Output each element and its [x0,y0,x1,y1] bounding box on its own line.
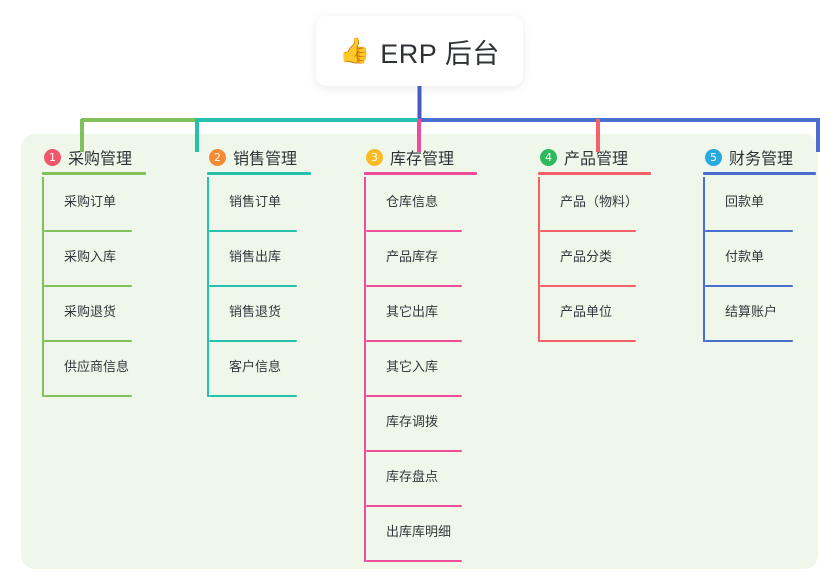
branch-underline-4 [538,172,651,175]
item-label: 销售订单 [229,194,282,209]
item-label: 销售退货 [229,304,282,319]
item-underline [705,340,793,342]
item-underline [44,230,132,232]
item-underline [366,340,462,342]
item-label: 产品单位 [560,304,613,319]
item-underline [540,285,636,287]
item-stem [207,342,209,397]
item-stem [364,232,366,287]
item-stem [42,342,44,397]
item-stem [42,177,44,232]
item-stem [538,232,540,287]
item-stem [364,397,366,452]
item-stem [538,177,540,232]
branch-column-5: 5 财务管理 回款单 付款单 结算账户 [703,146,816,342]
item-label: 产品库存 [386,249,439,264]
branch-badge-4: 4 [540,148,557,166]
item-stem [207,287,209,342]
item-underline [705,230,793,232]
item-label: 库存盘点 [386,469,439,484]
item-underline [209,285,297,287]
root-node-card[interactable]: 👍 ERP 后台 [316,16,523,86]
branch-title-2: 销售管理 [233,151,298,168]
item-underline [366,230,462,232]
item-stem [538,287,540,342]
item-stem [364,177,366,232]
branch-underline-1 [42,172,146,175]
branch-header-5[interactable]: 5 财务管理 [703,146,816,175]
item-stem [364,507,366,562]
item-label: 库存调拨 [386,414,439,429]
item-label: 回款单 [725,194,765,209]
item-stem [703,232,705,287]
item-underline [209,395,297,397]
item-label: 销售出库 [229,249,282,264]
item-underline [540,230,636,232]
item-underline [44,395,132,397]
branch-underline-2 [207,172,311,175]
item-underline [366,560,462,562]
item-label: 其它入库 [386,359,439,374]
item-stem [207,177,209,232]
item-underline [540,340,636,342]
branch-title-4: 产品管理 [564,151,629,168]
branch-title-1: 采购管理 [68,151,133,168]
item-underline [705,285,793,287]
item-label: 供应商信息 [64,359,130,374]
item-label: 付款单 [725,249,765,264]
thumbs-up-icon: 👍 [339,36,371,65]
item-stem [703,177,705,232]
item-stem [42,287,44,342]
branch-title-3: 库存管理 [390,151,455,168]
item-label: 出库库明细 [386,524,452,539]
branch-badge-3: 3 [366,148,383,166]
branch-title-5: 财务管理 [729,151,794,168]
branch-header-2[interactable]: 2 销售管理 [207,146,311,175]
item-label: 产品（物料） [560,194,639,209]
item-label: 采购入库 [64,249,117,264]
item-stem [207,232,209,287]
branch-underline-3 [364,172,477,175]
item-stem [364,452,366,507]
branch-badge-2: 2 [209,148,226,166]
item-label: 仓库信息 [386,194,439,209]
item-label: 其它出库 [386,304,439,319]
branch-badge-1: 1 [44,148,61,166]
item-underline [209,230,297,232]
item-label: 采购退货 [64,304,117,319]
item-underline [366,505,462,507]
item-underline [44,285,132,287]
branch-column-3: 3 库存管理 仓库信息 产品库存 其它出库 其它入库 [364,146,477,562]
item-label: 采购订单 [64,194,117,209]
item-label: 结算账户 [725,304,778,319]
item-label: 产品分类 [560,249,613,264]
item-stem [42,232,44,287]
branch-header-1[interactable]: 1 采购管理 [42,146,146,175]
branch-column-2: 2 销售管理 销售订单 销售出库 销售退货 客户信息 [207,146,311,397]
item-underline [366,395,462,397]
page-title: ERP 后台 [380,38,500,69]
branch-underline-5 [703,172,816,175]
item-underline [209,340,297,342]
item-label: 客户信息 [229,359,282,374]
item-underline [366,450,462,452]
branch-column-4: 4 产品管理 产品（物料） 产品分类 产品单位 [538,146,651,342]
item-stem [703,287,705,342]
item-underline [366,285,462,287]
item-stem [364,342,366,397]
branch-header-3[interactable]: 3 库存管理 [364,146,477,175]
content-panel [21,134,818,569]
item-underline [44,340,132,342]
item-stem [364,287,366,342]
branch-header-4[interactable]: 4 产品管理 [538,146,651,175]
branch-column-1: 1 采购管理 采购订单 采购入库 采购退货 供应商信息 [42,146,146,397]
branch-badge-5: 5 [705,148,722,166]
